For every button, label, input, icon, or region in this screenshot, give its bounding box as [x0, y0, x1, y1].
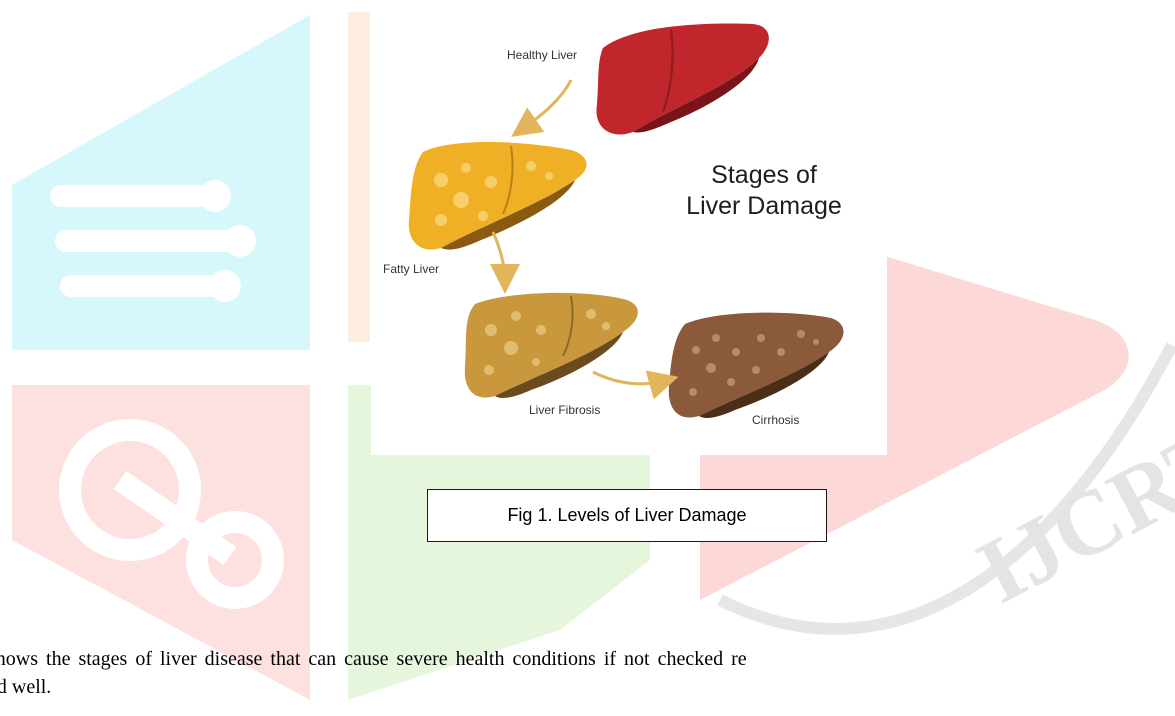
cirrhosis-liver-image: [669, 313, 844, 418]
figure-title-line-1: Stages of: [659, 160, 869, 191]
figure-title-line-2: Liver Damage: [659, 191, 869, 222]
liver-damage-figure: Healthy Liver Fatty Liver Liver Fibrosis…: [371, 0, 887, 455]
arrow-healthy-to-fatty: [521, 80, 571, 130]
label-cirrhosis: Cirrhosis: [752, 413, 799, 427]
arrow-fibrosis-to-cirrhosis: [593, 372, 667, 384]
body-line-1: shows the stages of liver disease that c…: [0, 645, 1175, 673]
label-fatty-liver: Fatty Liver: [383, 262, 439, 276]
figure-illustration: [371, 0, 887, 455]
figure-caption: Fig 1. Levels of Liver Damage: [427, 489, 827, 542]
figure-title: Stages of Liver Damage: [659, 160, 869, 222]
watermark-peach-shape: [348, 12, 370, 342]
fibrosis-liver-image: [465, 293, 638, 398]
watermark-cyan-shape: [12, 15, 310, 350]
label-healthy-liver: Healthy Liver: [507, 48, 577, 62]
label-liver-fibrosis: Liver Fibrosis: [529, 403, 600, 417]
fatty-liver-image: [409, 142, 587, 250]
arrow-fatty-to-fibrosis: [493, 232, 505, 282]
body-paragraph: shows the stages of liver disease that c…: [0, 645, 1175, 701]
circuit-icon: [50, 180, 256, 302]
healthy-liver-image: [596, 24, 768, 135]
body-line-2: ed well.: [0, 673, 1175, 701]
